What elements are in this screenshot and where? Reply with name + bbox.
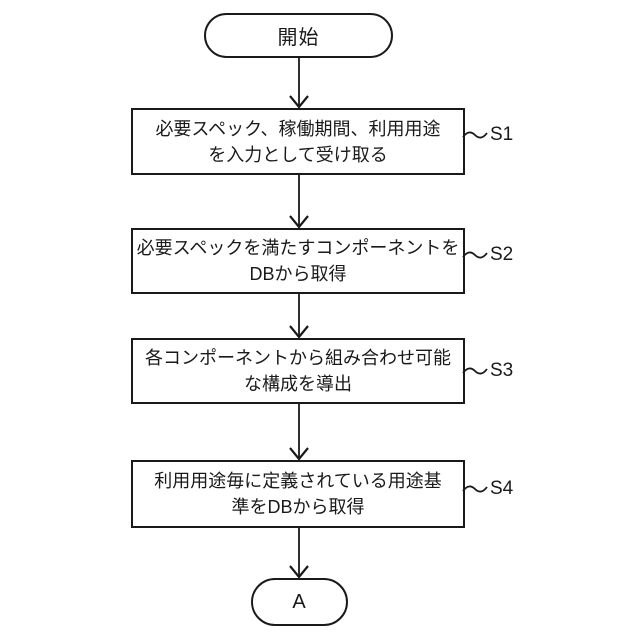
process-text-line: DBから取得	[249, 264, 347, 284]
process-box-s4: 利用用途毎に定義されている用途基 準をDBから取得	[131, 460, 465, 528]
end-terminal: A	[251, 578, 348, 626]
process-text-line: な構成を導出	[244, 374, 352, 394]
step-label-s1: S1	[462, 122, 513, 148]
tilde-connector-icon	[462, 485, 488, 493]
step-label-text: S2	[490, 244, 514, 265]
process-box-s2: 必要スペックを満たすコンポーネントを DBから取得	[131, 228, 465, 294]
flow-arrow-5	[289, 528, 309, 578]
step-label-s2: S2	[462, 242, 513, 268]
step-label-text: S1	[490, 124, 514, 145]
process-box-s1: 必要スペック、稼働期間、利用用途 を入力として受け取る	[131, 108, 465, 175]
tilde-connector-icon	[462, 131, 488, 139]
step-label-s3: S3	[462, 358, 513, 384]
step-label-s4: S4	[462, 476, 513, 502]
flow-arrow-2	[289, 175, 309, 228]
flow-arrow-1	[289, 58, 309, 108]
tilde-connector-icon	[462, 367, 488, 375]
tilde-connector-icon	[462, 251, 488, 259]
start-terminal: 開始	[204, 13, 393, 58]
process-text-line: 必要スペックを満たすコンポーネントを	[136, 238, 460, 258]
process-box-s3: 各コンポーネントから組み合わせ可能 な構成を導出	[131, 338, 465, 404]
step-label-text: S4	[490, 478, 514, 499]
process-text-line: 準をDBから取得	[231, 497, 365, 517]
process-text-line: 利用用途毎に定義されている用途基	[154, 471, 442, 491]
process-text-line: 各コンポーネントから組み合わせ可能	[145, 348, 451, 368]
flow-arrow-4	[289, 404, 309, 460]
flow-arrow-3	[289, 294, 309, 338]
step-label-text: S3	[490, 360, 514, 381]
end-terminal-label: A	[292, 590, 307, 613]
process-text-line: を入力として受け取る	[208, 144, 388, 165]
start-terminal-label: 開始	[277, 27, 320, 49]
process-text-line: 必要スペック、稼働期間、利用用途	[155, 118, 441, 139]
